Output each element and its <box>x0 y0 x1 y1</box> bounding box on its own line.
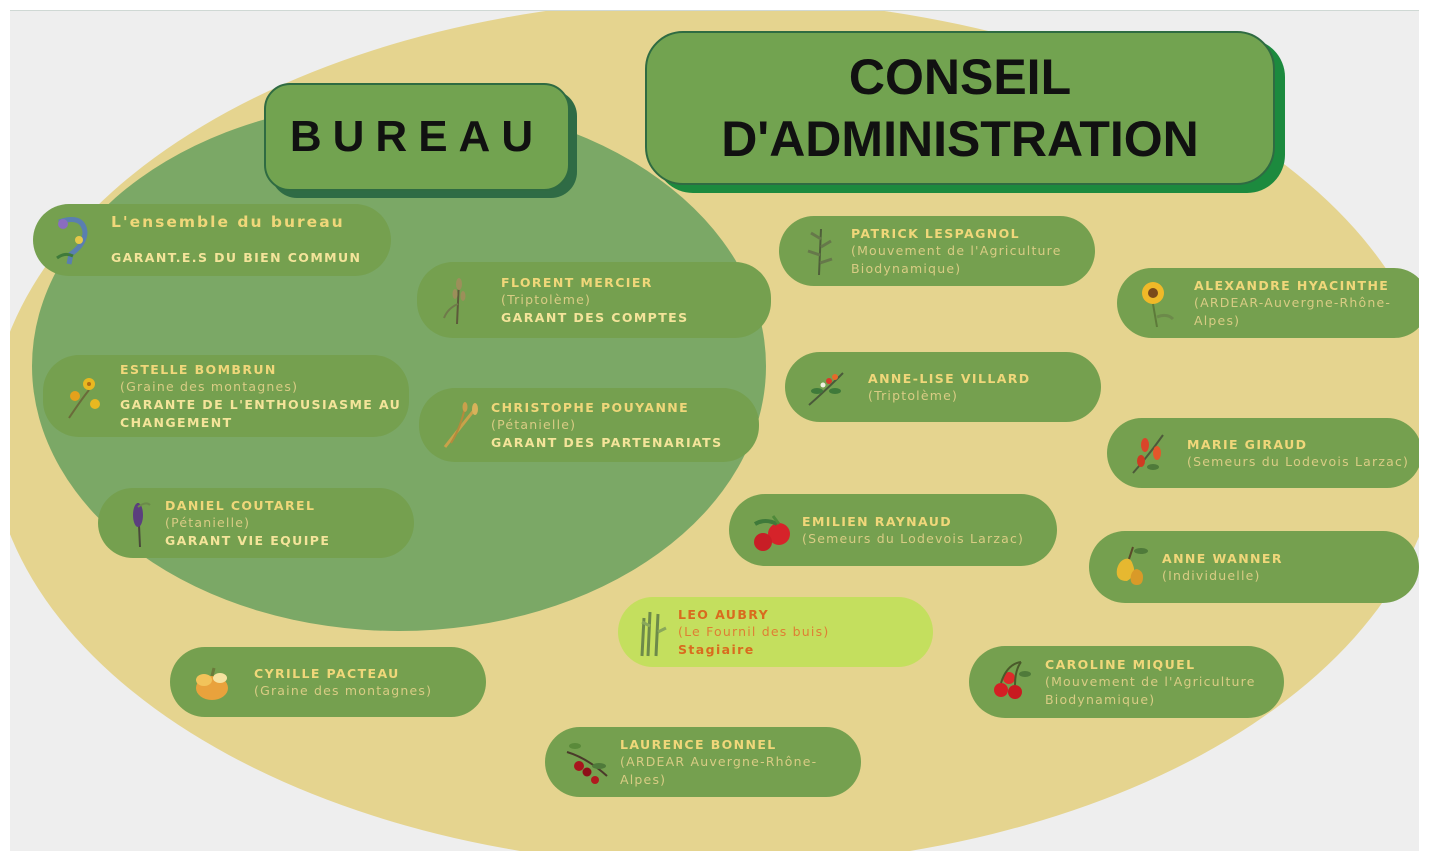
member-org: (Le Fournil des buis) <box>678 623 830 639</box>
member-name: CAROLINE MIQUEL <box>1045 656 1196 672</box>
member-role: GARANT.E.S DU BIEN COMMUN <box>111 249 362 265</box>
member-org: (Triptolème) <box>868 387 959 403</box>
member-card-daniel: DANIEL COUTAREL (Pétanielle) GARANT VIE … <box>98 488 414 558</box>
member-card-patrick: PATRICK LESPAGNOL (Mouvement de l'Agricu… <box>779 216 1095 286</box>
member-name: DANIEL COUTAREL <box>165 497 316 513</box>
member-role: Stagiaire <box>678 641 755 657</box>
member-role: GARANT VIE EQUIPE <box>165 532 331 548</box>
ca-title-line-1: CONSEIL <box>848 49 1072 105</box>
member-name: PATRICK LESPAGNOL <box>851 225 1021 241</box>
cherry-icon <box>985 656 1035 708</box>
ca-title-line-2: D'ADMINISTRATION <box>721 111 1199 167</box>
member-org: (Pétanielle) <box>491 416 577 432</box>
berry-branch-icon <box>801 361 851 413</box>
member-card-cyrille: CYRILLE PACTEAU (Graine des montagnes) <box>170 647 486 717</box>
member-card-laurence: LAURENCE BONNEL (ARDEAR Auvergne-Rhône-A… <box>545 727 861 797</box>
tomato-icon <box>745 504 795 556</box>
flower-number-icon <box>49 214 99 266</box>
member-card-ensemble: L'ensemble du bureau GARANT.E.S DU BIEN … <box>33 204 391 276</box>
member-org: (Mouvement de l'Agriculture Biodynamique… <box>1045 673 1256 707</box>
member-role: GARANTE DE L'ENTHOUSIASME AU CHANGEMENT <box>120 396 402 430</box>
bureau-title: BUREAU <box>264 83 570 191</box>
sunflower-icon <box>1133 277 1183 329</box>
member-name: ESTELLE BOMBRUN <box>120 361 277 377</box>
member-org: (ARDEAR Auvergne-Rhône-Alpes) <box>620 753 818 787</box>
member-org: (Triptolème) <box>501 291 592 307</box>
member-org: (Semeurs du Lodevois Larzac) <box>1187 453 1410 469</box>
pear-icon <box>1105 541 1155 593</box>
member-name: ANNE WANNER <box>1162 550 1283 566</box>
member-org: (ARDEAR-Auvergne-Rhône-Alpes) <box>1194 294 1392 328</box>
member-card-christophe: CHRISTOPHE POUYANNE (Pétanielle) GARANT … <box>419 388 759 462</box>
member-name: L'ensemble du bureau <box>111 212 345 231</box>
member-org: (Individuelle) <box>1162 567 1261 583</box>
member-org: (Semeurs du Lodevois Larzac) <box>802 530 1025 546</box>
member-org: (Graine des montagnes) <box>254 682 433 698</box>
member-org: (Pétanielle) <box>165 514 251 530</box>
member-name: MARIE GIRAUD <box>1187 436 1308 452</box>
member-org: (Mouvement de l'Agriculture Biodynamique… <box>851 242 1062 276</box>
diagram-canvas: BUREAU CONSEIL D'ADMINISTRATION L'ensemb… <box>10 10 1419 851</box>
member-card-alexandre: ALEXANDRE HYACINTHE (ARDEAR-Auvergne-Rhô… <box>1117 268 1419 338</box>
grain-stalk-icon <box>435 399 485 451</box>
member-role: GARANT DES PARTENARIATS <box>491 434 723 450</box>
member-org: (Graine des montagnes) <box>120 378 299 394</box>
green-stalk-icon <box>628 606 678 658</box>
member-name: EMILIEN RAYNAUD <box>802 513 953 529</box>
member-card-caroline: CAROLINE MIQUEL (Mouvement de l'Agricult… <box>969 646 1284 718</box>
member-card-estelle: ESTELLE BOMBRUN (Graine des montagnes) G… <box>43 355 409 437</box>
rosehip-icon <box>561 736 611 788</box>
member-name: ALEXANDRE HYACINTHE <box>1194 277 1390 293</box>
member-name: LAURENCE BONNEL <box>620 736 777 752</box>
member-card-anne: ANNE WANNER (Individuelle) <box>1089 531 1419 603</box>
purple-bean-icon <box>114 497 164 549</box>
member-name: FLORENT MERCIER <box>501 274 653 290</box>
member-role: GARANT DES COMPTES <box>501 309 689 325</box>
yellow-flower-icon <box>59 370 109 422</box>
red-pepper-icon <box>1123 427 1173 479</box>
member-name: LEO AUBRY <box>678 606 770 622</box>
member-card-leo: LEO AUBRY (Le Fournil des buis) Stagiair… <box>618 597 933 667</box>
herb-icon <box>795 225 845 277</box>
member-card-florent: FLORENT MERCIER (Triptolème) GARANT DES … <box>417 262 771 338</box>
member-name: CHRISTOPHE POUYANNE <box>491 399 690 415</box>
member-card-emilien: EMILIEN RAYNAUD (Semeurs du Lodevois Lar… <box>729 494 1057 566</box>
member-name: CYRILLE PACTEAU <box>254 665 400 681</box>
wheat-icon <box>433 274 483 326</box>
member-name: ANNE-LISE VILLARD <box>868 370 1031 386</box>
member-card-marie: MARIE GIRAUD (Semeurs du Lodevois Larzac… <box>1107 418 1419 488</box>
conseil-administration-title: CONSEIL D'ADMINISTRATION <box>645 31 1275 185</box>
member-card-annelise: ANNE-LISE VILLARD (Triptolème) <box>785 352 1101 422</box>
squash-icon <box>186 656 236 708</box>
